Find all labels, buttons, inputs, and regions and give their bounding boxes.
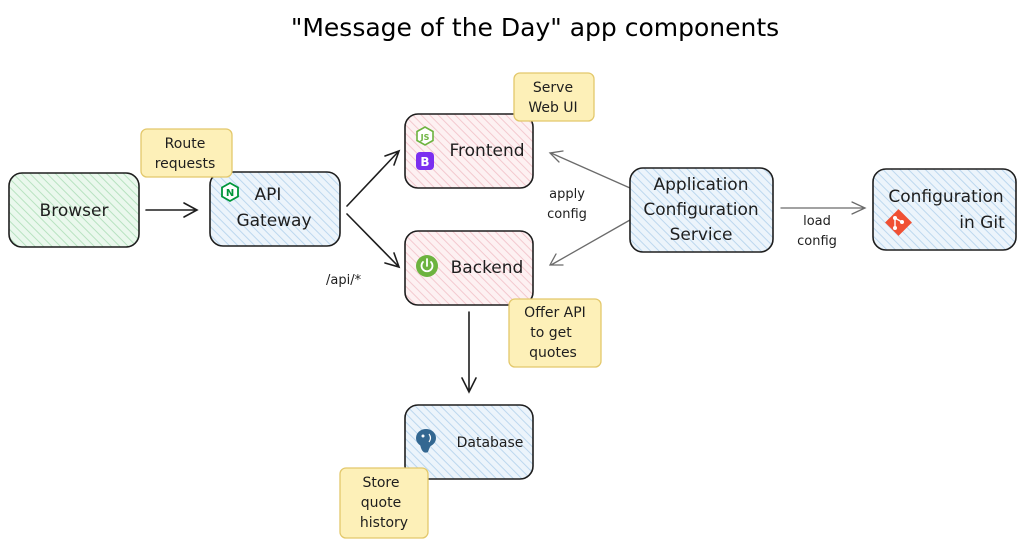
node-app-config-label-2: Configuration — [643, 200, 758, 220]
note-store-label-3: history — [360, 515, 408, 531]
node-app-config-label-3: Service — [670, 225, 733, 245]
edge-label-load-1: load — [803, 214, 831, 229]
arrow-config-to-backend — [548, 219, 631, 266]
node-browser-box — [8, 172, 140, 248]
arrow-browser-to-gateway — [145, 202, 199, 218]
node-backend[interactable]: Backend — [404, 230, 534, 306]
node-database-box — [404, 404, 534, 480]
note-store-label-1: Store — [362, 475, 399, 491]
note-store-label-2: quote — [361, 495, 401, 511]
node-frontend-label: Frontend — [449, 141, 524, 161]
node-backend-label: Backend — [451, 258, 524, 278]
arrow-backend-to-database — [461, 311, 477, 394]
node-git-config-label-1: Configuration — [888, 187, 1003, 207]
note-offer-label-3: quotes — [529, 345, 577, 361]
node-git-config[interactable]: Configuration in Git — [872, 168, 1017, 251]
edges — [145, 149, 867, 394]
edge-label-api: /api/* — [326, 273, 362, 288]
postgresql-icon — [416, 429, 436, 453]
edge-label-load-2: config — [797, 234, 837, 249]
edge-label-apply-1: apply — [549, 187, 585, 202]
node-app-config-service[interactable]: Application Configuration Service — [629, 167, 774, 253]
bootstrap-icon: B — [416, 152, 434, 170]
node-git-config-label-2: in Git — [959, 213, 1005, 233]
arrow-config-to-frontend — [548, 150, 631, 189]
note-serve-web-ui: Serve Web UI — [513, 72, 595, 122]
note-serve-label-2: Web UI — [528, 100, 577, 116]
note-route-label-1: Route — [165, 136, 206, 152]
edge-label-apply-2: config — [547, 207, 587, 222]
node-browser-label: Browser — [40, 201, 109, 221]
node-api-gateway-label-2: Gateway — [236, 211, 311, 231]
node-frontend[interactable]: JS B Frontend — [404, 113, 534, 189]
note-store-history: Store quote history — [339, 467, 429, 539]
node-api-gateway[interactable]: N API Gateway — [209, 171, 341, 247]
node-browser[interactable]: Browser — [8, 172, 140, 248]
node-database-label: Database — [457, 435, 524, 451]
svg-text:N: N — [226, 188, 234, 199]
diagram-title: "Message of the Day" app components — [291, 13, 779, 42]
arrow-gateway-to-frontend — [346, 149, 401, 207]
note-offer-label-2: to get — [530, 325, 572, 341]
note-offer-label-1: Offer API — [524, 305, 586, 321]
arrow-gateway-to-backend — [346, 213, 401, 269]
nodejs-icon: JS — [416, 126, 434, 146]
note-route-label-2: requests — [155, 156, 216, 172]
arrow-config-to-git — [780, 201, 867, 215]
node-api-gateway-box — [209, 171, 341, 247]
node-database[interactable]: Database — [404, 404, 534, 480]
nginx-icon: N — [221, 181, 239, 203]
note-offer-api: Offer API to get quotes — [508, 298, 602, 368]
note-serve-label-1: Serve — [533, 80, 573, 96]
node-api-gateway-label-1: API — [255, 185, 282, 205]
node-frontend-box — [404, 113, 534, 189]
node-app-config-label-1: Application — [654, 175, 749, 195]
node-app-config-service-box — [629, 167, 774, 253]
node-git-config-box — [872, 168, 1017, 251]
node-backend-box — [404, 230, 534, 306]
note-route-requests: Route requests — [140, 128, 233, 178]
svg-text:JS: JS — [420, 133, 430, 142]
spring-icon — [416, 255, 438, 277]
svg-text:B: B — [420, 155, 429, 169]
